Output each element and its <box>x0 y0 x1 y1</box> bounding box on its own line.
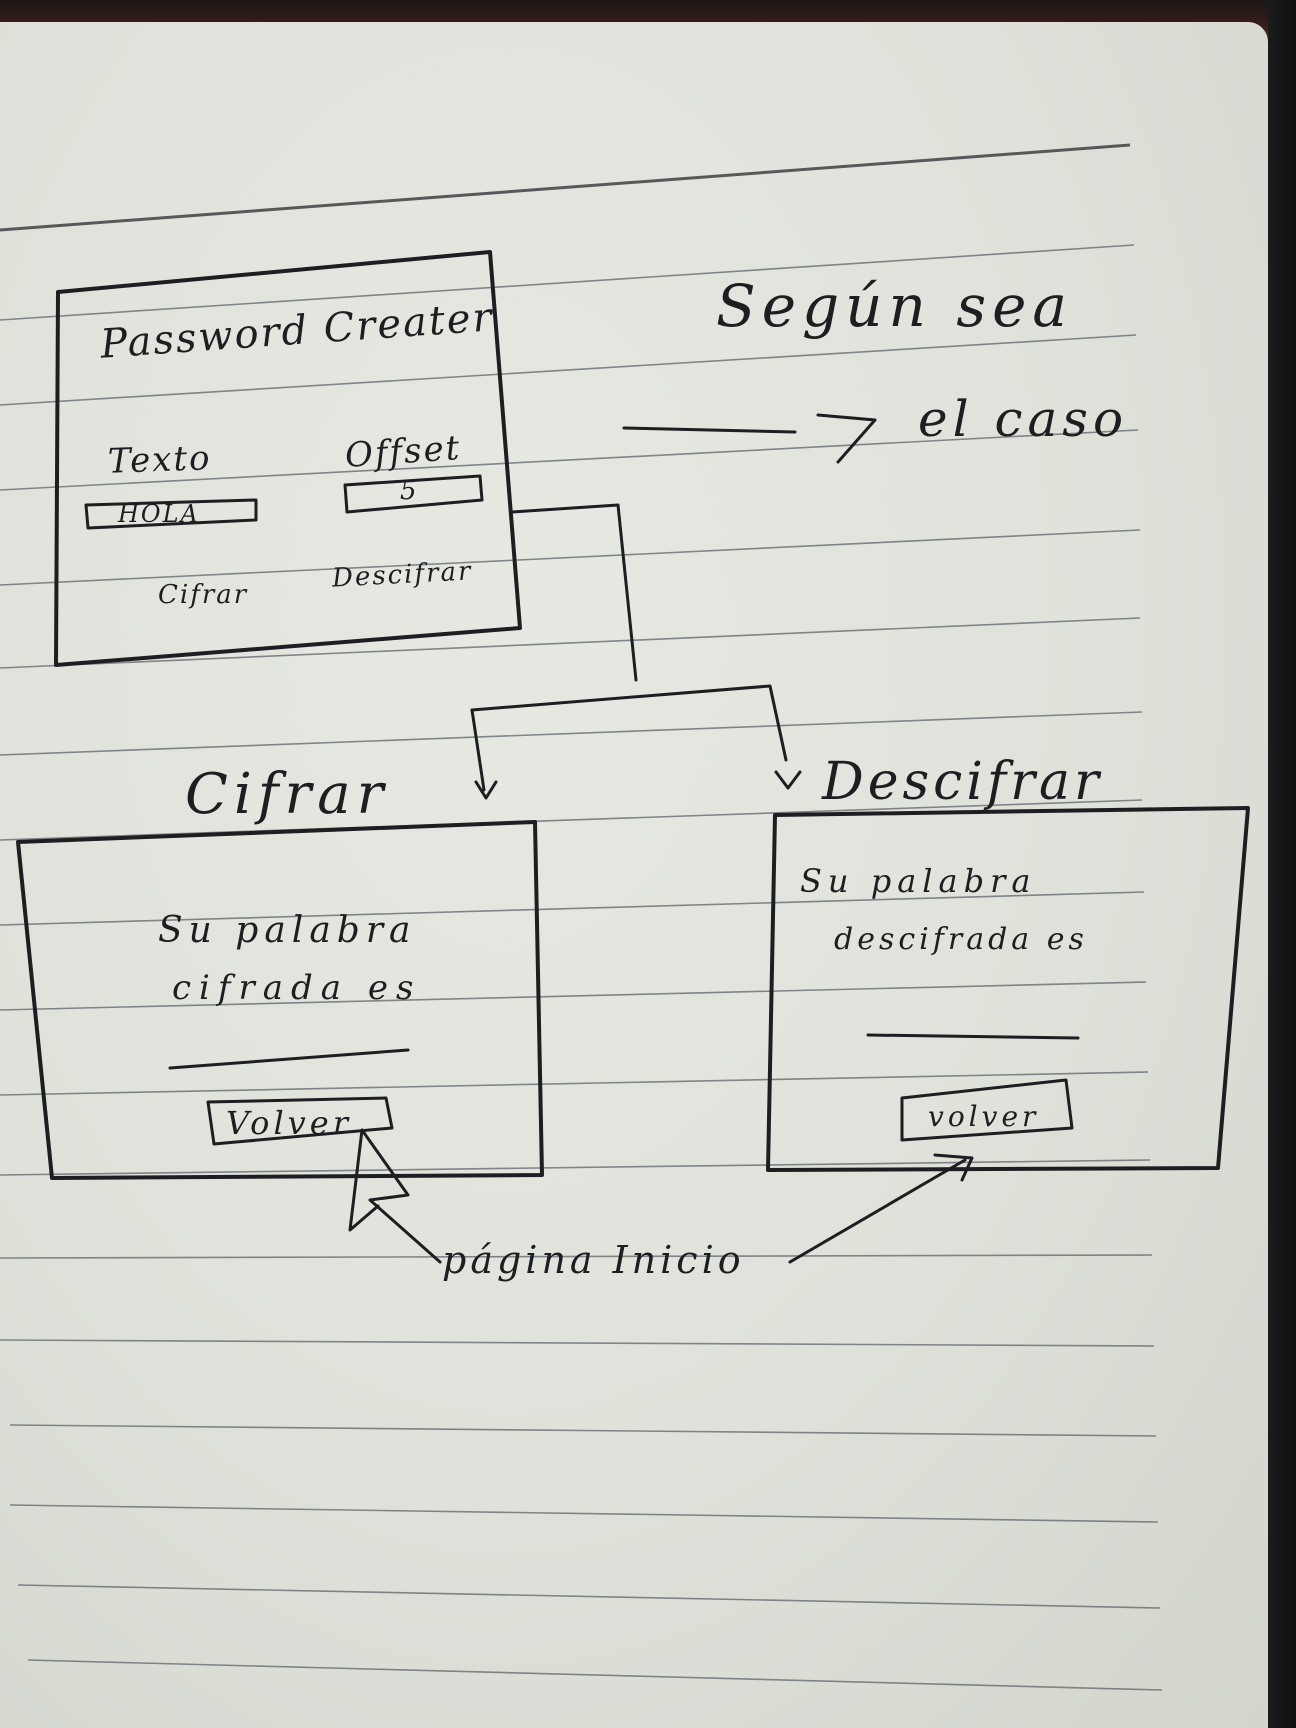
descifrar-volver-button[interactable]: volver <box>928 1100 1040 1133</box>
cifrar-window-frame <box>16 820 544 1180</box>
rule-line <box>0 617 1141 669</box>
rule-line <box>0 529 1141 586</box>
pagina-inicio-arrow-left <box>348 1128 442 1264</box>
pagina-inicio-arrow-right-head <box>933 1153 974 1182</box>
note-arrow-head <box>816 413 877 464</box>
note-arrow-line <box>622 426 797 434</box>
main-window-frame <box>54 250 522 667</box>
rule-line <box>0 1339 1155 1347</box>
offset-label: Offset <box>343 427 463 477</box>
desk-edge <box>1268 0 1296 1728</box>
rule-line <box>0 429 1139 491</box>
rule-line <box>0 143 1131 232</box>
ruled-lines <box>0 143 1163 1691</box>
rule-line <box>0 334 1137 406</box>
rule-line <box>0 1071 1149 1096</box>
descifrar-volver-box <box>900 1078 1074 1142</box>
cifrar-window-title: Cifrar <box>185 762 390 827</box>
note-line-1: Según sea <box>716 272 1073 340</box>
flow-connector-branch <box>470 684 788 762</box>
flow-connector-left <box>470 708 486 792</box>
flow-connector-main <box>510 503 638 682</box>
descifrar-message-line-1: Su palabra <box>800 862 1037 900</box>
rule-line <box>9 1424 1157 1437</box>
cifrar-button[interactable]: Cifrar <box>158 580 249 610</box>
arrow-head-cifrar <box>474 780 498 800</box>
pagina-inicio-arrow-right <box>788 1158 967 1264</box>
rule-line <box>0 981 1147 1011</box>
pagina-inicio-label: página Inicio <box>442 1238 745 1282</box>
offset-input-box <box>343 474 484 514</box>
descifrar-message-line-2: descifrada es <box>834 922 1088 957</box>
rule-line <box>17 1584 1161 1609</box>
cifrar-volver-box <box>206 1096 394 1146</box>
descifrar-window-frame <box>766 806 1250 1172</box>
rule-line <box>0 244 1135 321</box>
texto-input-box <box>84 498 258 530</box>
descifrar-result-line <box>866 1033 1080 1040</box>
arrow-head-descifrar <box>774 770 802 790</box>
cifrar-message-line-1: Su palabra <box>158 910 417 951</box>
descifrar-window-title: Descifrar <box>822 752 1103 812</box>
texto-field[interactable]: HOLA <box>118 500 200 528</box>
note-line-2: el caso <box>918 390 1129 448</box>
texto-label: Texto <box>107 438 213 482</box>
rule-line <box>0 711 1143 756</box>
cifrar-result-line <box>168 1048 410 1070</box>
rule-line <box>9 1504 1159 1523</box>
rule-line <box>27 1659 1163 1691</box>
cifrar-message-line-2: cifrada es <box>172 968 422 1008</box>
offset-field[interactable]: 5 <box>400 476 419 506</box>
cifrar-volver-button[interactable]: Volver <box>226 1104 352 1142</box>
rule-line <box>0 1254 1153 1259</box>
rule-line <box>0 891 1145 926</box>
